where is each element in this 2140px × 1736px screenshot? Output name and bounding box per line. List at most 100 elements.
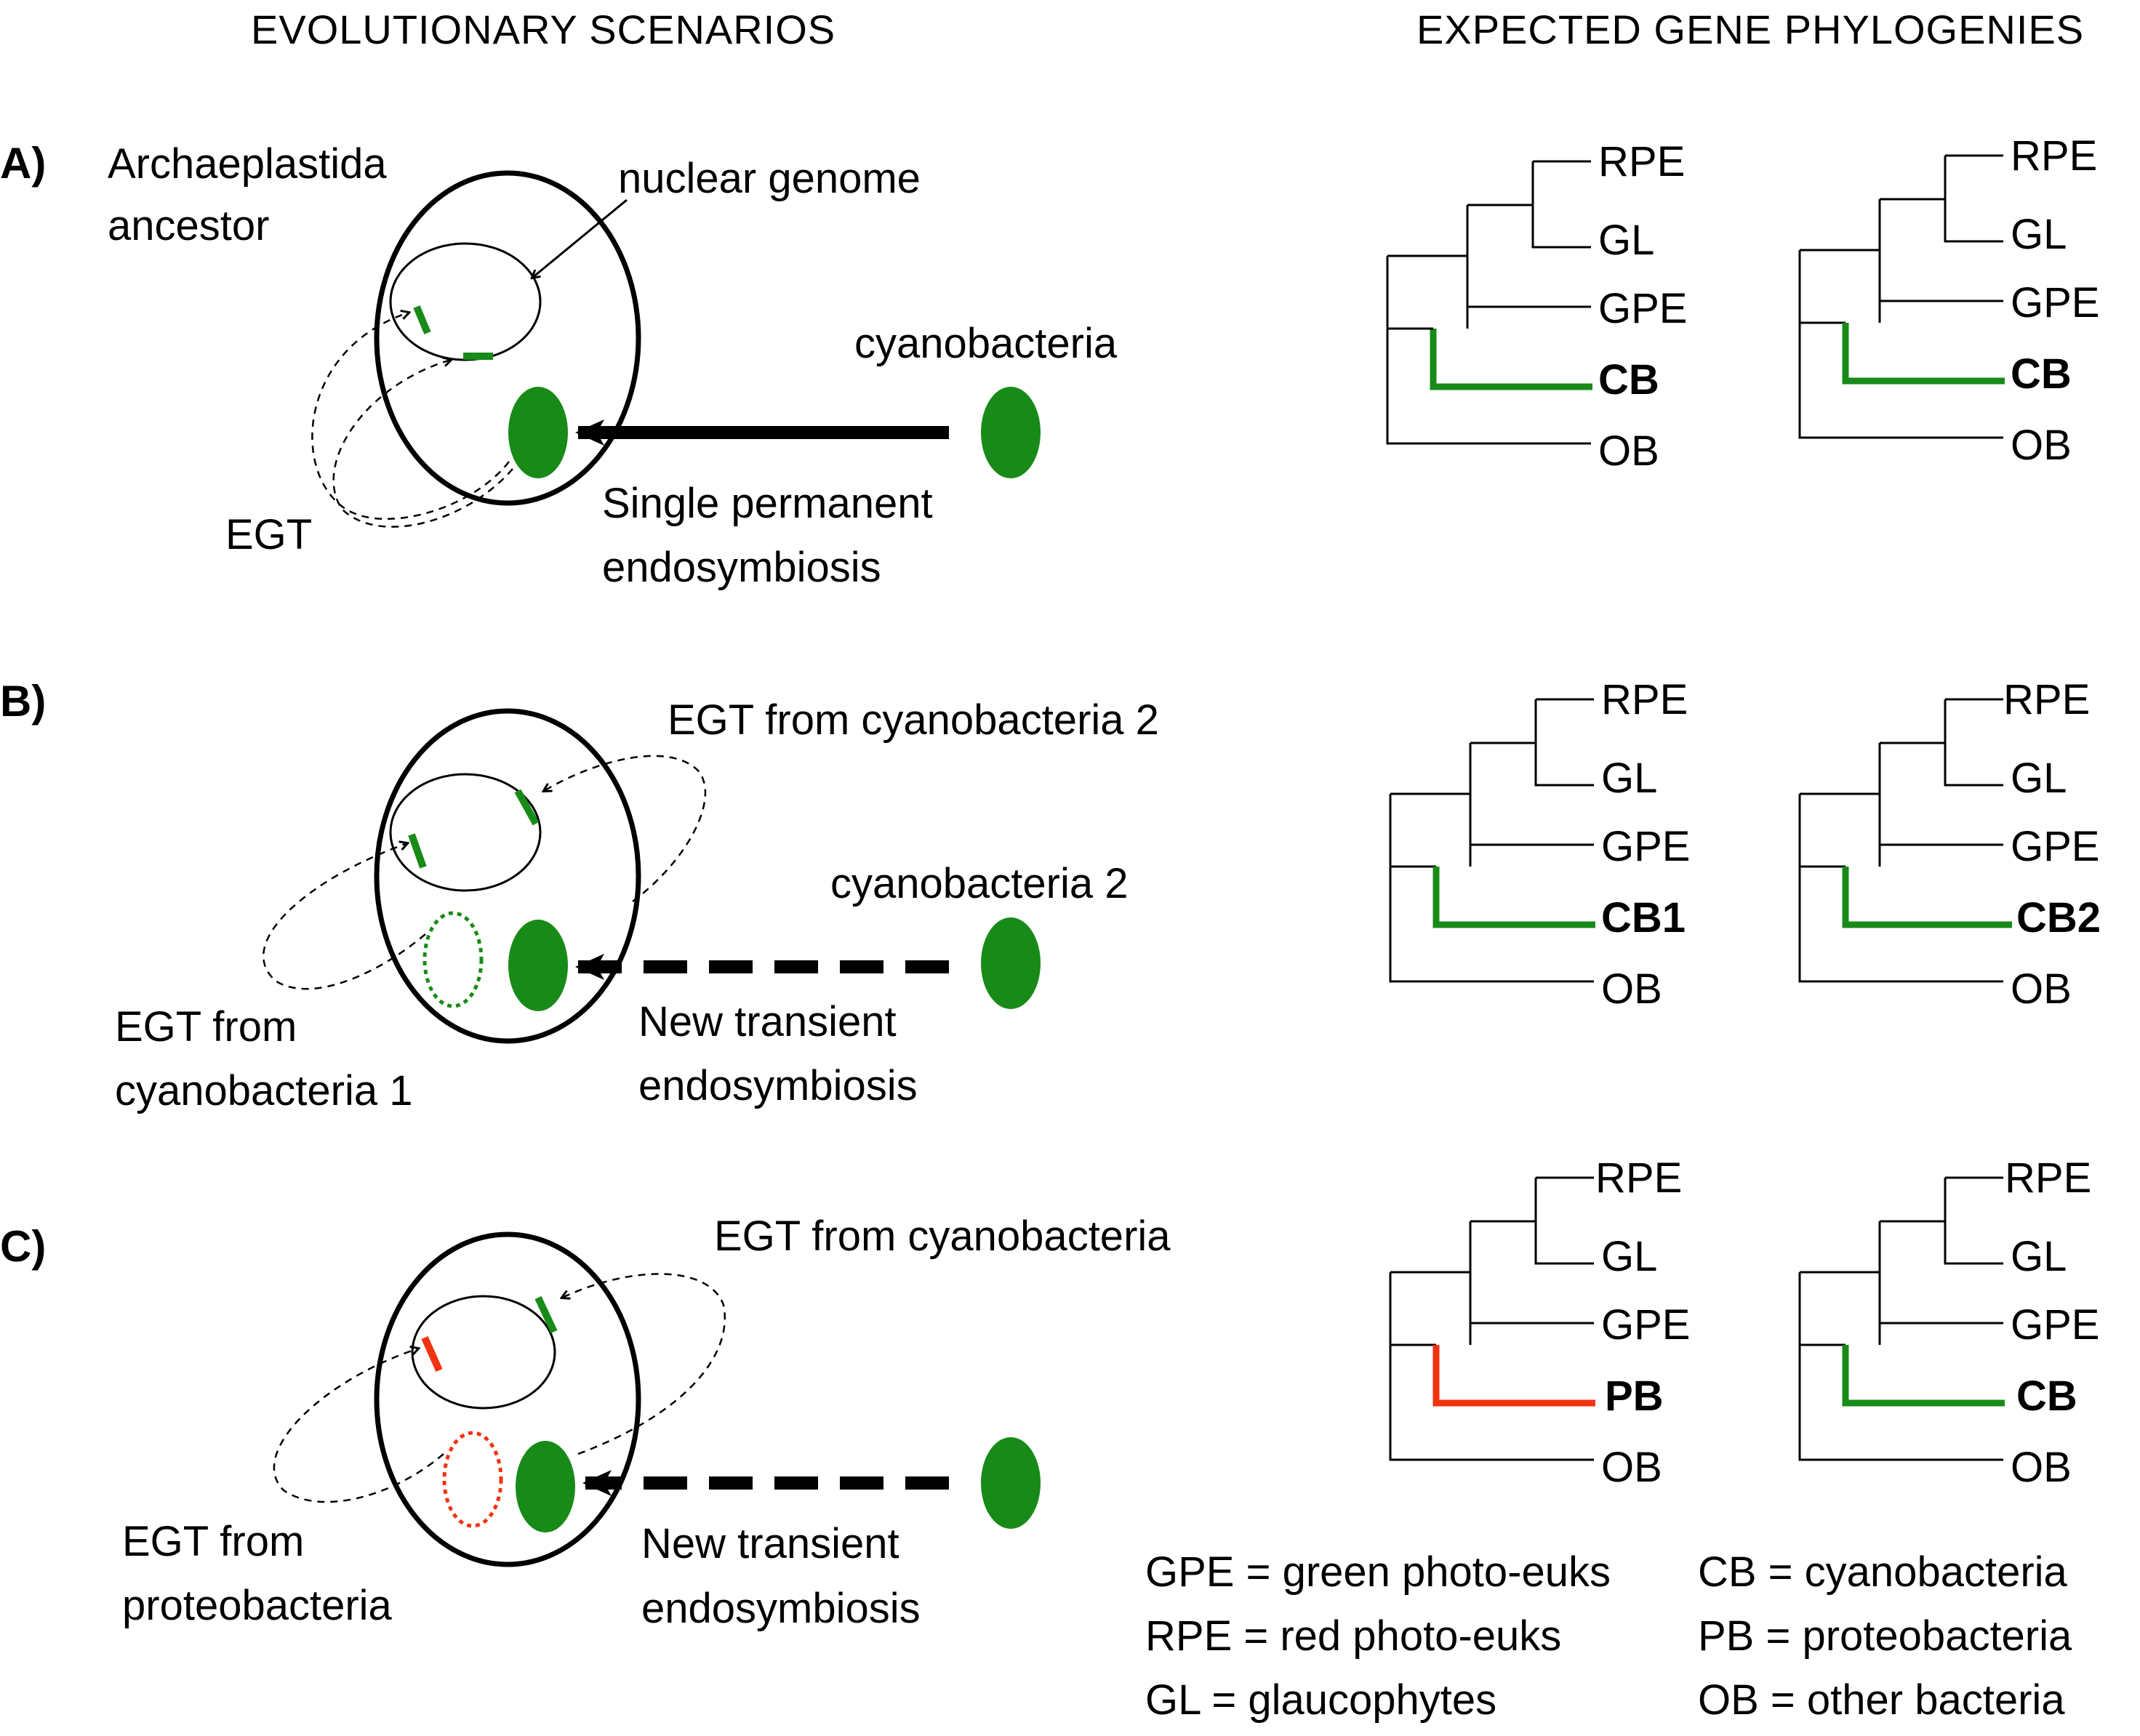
header-evolutionary-scenarios: EVOLUTIONARY SCENARIOS (251, 7, 835, 52)
tip-label-highlight: CB (1598, 356, 1659, 403)
highlight-branch (1432, 867, 1595, 928)
event-label-line1: Single permanent (602, 480, 933, 527)
plastid (508, 387, 568, 478)
egt-gene-insert-proteobacterial (421, 1335, 443, 1373)
nuclear-genome (389, 242, 542, 361)
tip-label: OB (1601, 965, 1662, 1013)
nuclear-genome-label: nuclear genome (618, 155, 921, 202)
highlight-branch (1842, 1345, 2005, 1407)
tip-label: GPE (2011, 823, 2100, 870)
lost-proteobacterium-outline (442, 1431, 503, 1528)
event-label-line2: endosymbiosis (641, 1585, 921, 1632)
event-label-line1: New transient (638, 998, 897, 1045)
tip-label: RPE (2005, 1154, 2091, 1202)
host-cell (374, 708, 641, 1044)
egt-gene-insert (514, 789, 540, 826)
nuclear-genome-pointer-arrow (532, 198, 628, 278)
highlight-branch (1430, 329, 1592, 390)
host-cell (374, 1231, 641, 1567)
host-cell (374, 170, 641, 506)
cyanobacterium-donor (981, 1437, 1041, 1529)
tip-label: GPE (2011, 279, 2100, 326)
tip-label: RPE (2003, 676, 2090, 723)
tip-label: GL (1598, 217, 1654, 264)
tree-branch (1389, 1176, 1594, 1461)
highlight-branch (1387, 256, 1591, 387)
tip-label-highlight: CB (2016, 1373, 2077, 1420)
egt-bottom-label-line1: EGT from (122, 1518, 304, 1565)
panel-a-scenario: A) Archaeplastida ancestor nuclear genom… (0, 139, 1118, 591)
tree-branch (1389, 698, 1594, 983)
highlight-branch (1842, 323, 2005, 385)
tip-label: GL (2011, 211, 2067, 258)
phylogeny-b1: RPE GL GPE CB1 OB (1389, 676, 1691, 1013)
egt-transfer-loop (273, 1349, 444, 1503)
tip-label-highlight: CB2 (2016, 894, 2101, 941)
tree-branch (1798, 698, 2003, 983)
tree-branch (1387, 256, 1469, 330)
panel-a-letter: A) (0, 139, 46, 188)
egt-bottom-label-line1: EGT from (115, 1003, 297, 1050)
highlight-branch (1842, 867, 2012, 928)
phylogeny-b2: RPE GL GPE CB2 OB (1798, 676, 2101, 1013)
legend-entry: GPE = green photo-euks (1145, 1548, 1611, 1596)
tip-label: OB (2011, 965, 2072, 1013)
phylogeny-c2: RPE GL GPE CB OB (1798, 1154, 2100, 1491)
tip-label: RPE (1601, 676, 1688, 723)
egt-transfer-loop (262, 843, 426, 990)
highlight-branch-proteobacterial (1432, 1345, 1595, 1407)
ancestor-label-line1: Archaeplastida (108, 140, 387, 188)
legend-entry: OB = other bacteria (1698, 1676, 2065, 1724)
panel-c-letter: C) (0, 1222, 46, 1271)
event-label-line1: New transient (641, 1520, 899, 1567)
tip-label: GL (2011, 755, 2067, 802)
tip-label: RPE (2011, 132, 2097, 180)
egt-bottom-label-line2: proteobacteria (122, 1582, 393, 1629)
legend-entry: CB = cyanobacteria (1698, 1548, 2068, 1596)
phylogeny-c1: RPE GL GPE PB OB (1389, 1154, 1691, 1491)
egt-top-label: EGT from cyanobacteria 2 (668, 696, 1159, 744)
tip-label: GL (1601, 1233, 1657, 1280)
header-expected-gene-phylogenies: EXPECTED GENE PHYLOGENIES (1416, 7, 2084, 52)
phylogeny-a2: RPE GL GPE CB OB (1798, 132, 2100, 469)
tip-label: GPE (1601, 1301, 1691, 1349)
egt-transfer-loop (544, 755, 707, 902)
egt-bottom-label-line2: cyanobacteria 1 (115, 1067, 412, 1114)
tip-label-highlight: CB1 (1601, 894, 1686, 941)
tip-label: OB (1598, 427, 1659, 475)
legend-entry: GL = glaucophytes (1145, 1676, 1496, 1724)
egt-transfer-loop (562, 1273, 726, 1455)
egt-transfer-loop (311, 313, 510, 520)
event-label-line2: endosymbiosis (602, 544, 881, 591)
panel-b-letter: B) (0, 677, 46, 726)
tree-branch (1798, 154, 2003, 439)
egt-gene-insert (413, 305, 431, 334)
legend-entry: RPE = red photo-euks (1145, 1612, 1561, 1660)
lost-plastid-outline (422, 911, 484, 1008)
egt-label: EGT (225, 511, 312, 558)
cyanobacteria-2-label: cyanobacteria 2 (830, 860, 1128, 907)
tip-label: RPE (1598, 138, 1685, 185)
plastid (516, 1441, 575, 1532)
tip-label: OB (2011, 422, 2072, 469)
event-label-line2: endosymbiosis (638, 1062, 918, 1109)
phylogeny-a1: RPE GL GPE CB OB (1386, 138, 1688, 475)
ancestor-label-line2: ancestor (108, 202, 269, 249)
cyanobacteria-label: cyanobacteria (854, 320, 1118, 367)
egt-gene-insert (408, 833, 427, 869)
tip-label: GL (2011, 1233, 2067, 1280)
panel-b-scenario: B) EGT from cyanobacteria 2 cyanobacteri… (0, 677, 1159, 1114)
tip-label-highlight: PB (1605, 1373, 1664, 1420)
tree-branch (1798, 1176, 2003, 1461)
nuclear-genome (389, 773, 542, 892)
tip-label: GPE (1601, 823, 1691, 870)
abbreviation-legend: GPE = green photo-euks RPE = red photo-e… (1145, 1548, 2072, 1724)
tip-label-highlight: CB (2011, 350, 2072, 398)
tip-label: GPE (1598, 285, 1688, 332)
panel-c-scenario: C) EGT from cyanobacteria EGT from prote… (0, 1213, 1171, 1632)
tip-label: OB (2011, 1444, 2072, 1491)
legend-entry: PB = proteobacteria (1698, 1612, 2072, 1660)
cyanobacterium-donor (981, 387, 1041, 478)
egt-transfer-loop (332, 360, 513, 528)
